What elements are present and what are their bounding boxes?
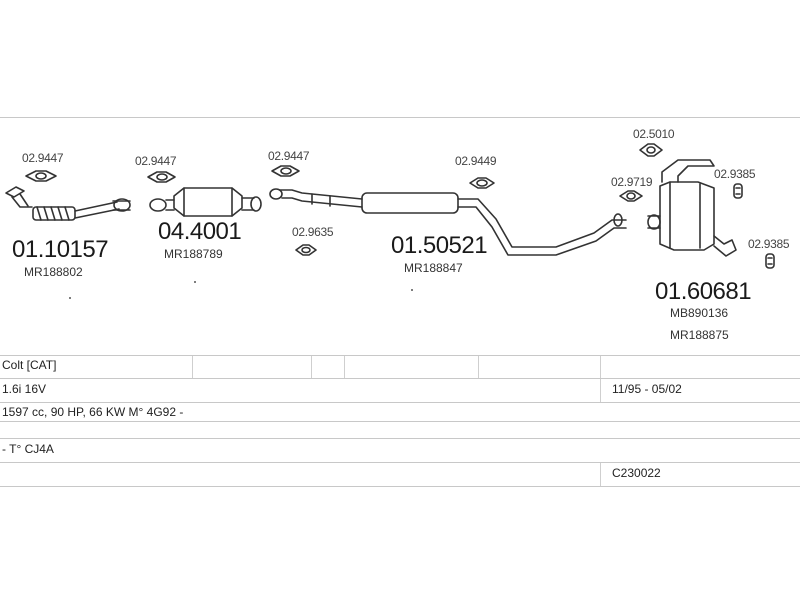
hanger-icon bbox=[733, 183, 743, 199]
part-number-label: 02.9385 bbox=[748, 237, 790, 251]
rear-silencer-oem: MB890136 bbox=[670, 306, 729, 320]
front-pipe-oem: MR188802 bbox=[24, 265, 83, 279]
table-line bbox=[0, 378, 800, 379]
diagram-top-border bbox=[0, 117, 800, 118]
catalytic-converter-icon bbox=[149, 187, 262, 217]
gasket-icon bbox=[469, 177, 495, 189]
rear-silencer-icon bbox=[647, 159, 737, 257]
table-line bbox=[0, 421, 800, 422]
vehicle-engine: 1.6i 16V bbox=[2, 382, 47, 396]
table-line bbox=[0, 462, 800, 463]
middle-silencer-icon bbox=[269, 188, 627, 256]
vehicle-specs: 1597 cc, 90 HP, 66 KW M° 4G92 - bbox=[2, 405, 184, 419]
middle-silencer-code: 01.50521 bbox=[391, 232, 488, 259]
gasket-icon bbox=[619, 190, 643, 202]
front-pipe-icon bbox=[5, 186, 131, 221]
part-number-label: 02.9447 bbox=[268, 149, 310, 163]
part-number-label: 02.9719 bbox=[611, 175, 653, 189]
hanger-icon bbox=[765, 253, 775, 269]
table-line bbox=[0, 355, 800, 356]
catalyst-code: 04.4001 bbox=[158, 218, 242, 245]
table-line bbox=[0, 486, 800, 487]
part-number-label: 02.5010 bbox=[633, 127, 675, 141]
part-number-label: 02.9635 bbox=[292, 225, 334, 239]
table-line bbox=[0, 402, 800, 403]
table-divider bbox=[311, 356, 312, 378]
gasket-icon bbox=[25, 170, 57, 182]
part-number-label: 02.9447 bbox=[22, 151, 64, 165]
part-number-label: 02.9385 bbox=[714, 167, 756, 181]
reference-code: C230022 bbox=[612, 466, 661, 480]
table-line bbox=[0, 438, 800, 439]
table-divider bbox=[192, 356, 193, 378]
vehicle-type: - T° CJ4A bbox=[2, 442, 54, 456]
part-number-label: 02.9447 bbox=[135, 154, 177, 168]
middle-silencer-oem: MR188847 bbox=[404, 261, 463, 275]
part-number-label: 02.9449 bbox=[455, 154, 497, 168]
front-pipe-code: 01.10157 bbox=[12, 236, 109, 263]
gasket-icon bbox=[147, 171, 176, 183]
vehicle-years: 11/95 - 05/02 bbox=[612, 382, 682, 396]
gasket-icon bbox=[639, 143, 663, 157]
vehicle-model: Colt [CAT] bbox=[2, 358, 57, 372]
rear-silencer-code: 01.60681 bbox=[655, 278, 752, 305]
rear-silencer-oem: MR188875 bbox=[670, 328, 729, 342]
table-divider bbox=[344, 356, 345, 378]
gasket-icon bbox=[271, 165, 300, 177]
table-divider bbox=[600, 463, 601, 486]
table-divider bbox=[600, 356, 601, 378]
table-divider bbox=[478, 356, 479, 378]
catalyst-oem: MR188789 bbox=[164, 247, 223, 261]
table-divider bbox=[600, 379, 601, 402]
gasket-icon bbox=[295, 244, 317, 256]
